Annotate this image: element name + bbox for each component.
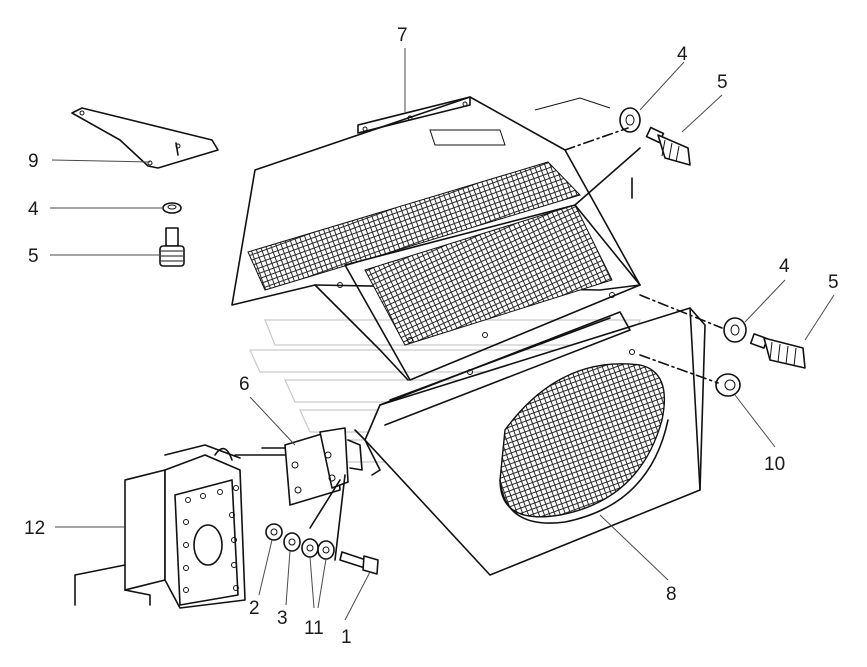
part-11-washer-b [317,540,335,560]
callout-5-left: 5 [28,246,39,267]
part-1-bolt [339,551,379,575]
callout-7: 7 [397,25,408,46]
part-10-nut [715,373,741,397]
callout-2: 2 [249,598,260,619]
part-5-bolt-right-upper [645,126,691,166]
callout-5-lower-right: 5 [828,272,839,293]
assembly-lines [234,127,723,561]
part-5-stud-left [159,227,185,267]
callout-10: 10 [764,454,785,475]
part-12-mount-block [74,444,246,609]
part-9-bracket [71,107,219,169]
part-8-housing [354,307,706,576]
callout-11: 11 [304,618,324,639]
part-4-washer-right-upper [619,107,641,133]
part-2-nut [265,523,283,541]
callout-5-upper-right: 5 [717,72,728,93]
part-3-washer [283,532,301,552]
callout-3: 3 [277,608,288,629]
callout-8: 8 [666,584,677,605]
callout-12: 12 [24,518,45,539]
callout-4-upper-right: 4 [677,44,688,65]
part-5-bolt-right-lower [749,333,806,369]
callout-4-lower-right: 4 [779,256,790,277]
callout-9: 9 [28,151,39,172]
callout-1: 1 [341,627,352,648]
part-4-washer-left [162,202,182,214]
part-7-top-cover [231,96,641,381]
part-11-washer-a [301,538,319,558]
leader-lines [50,48,835,621]
callout-4-left: 4 [28,199,39,220]
callout-6: 6 [239,374,250,395]
part-4-washer-right-lower [723,317,747,343]
part-6-mounting-plate [284,427,363,506]
